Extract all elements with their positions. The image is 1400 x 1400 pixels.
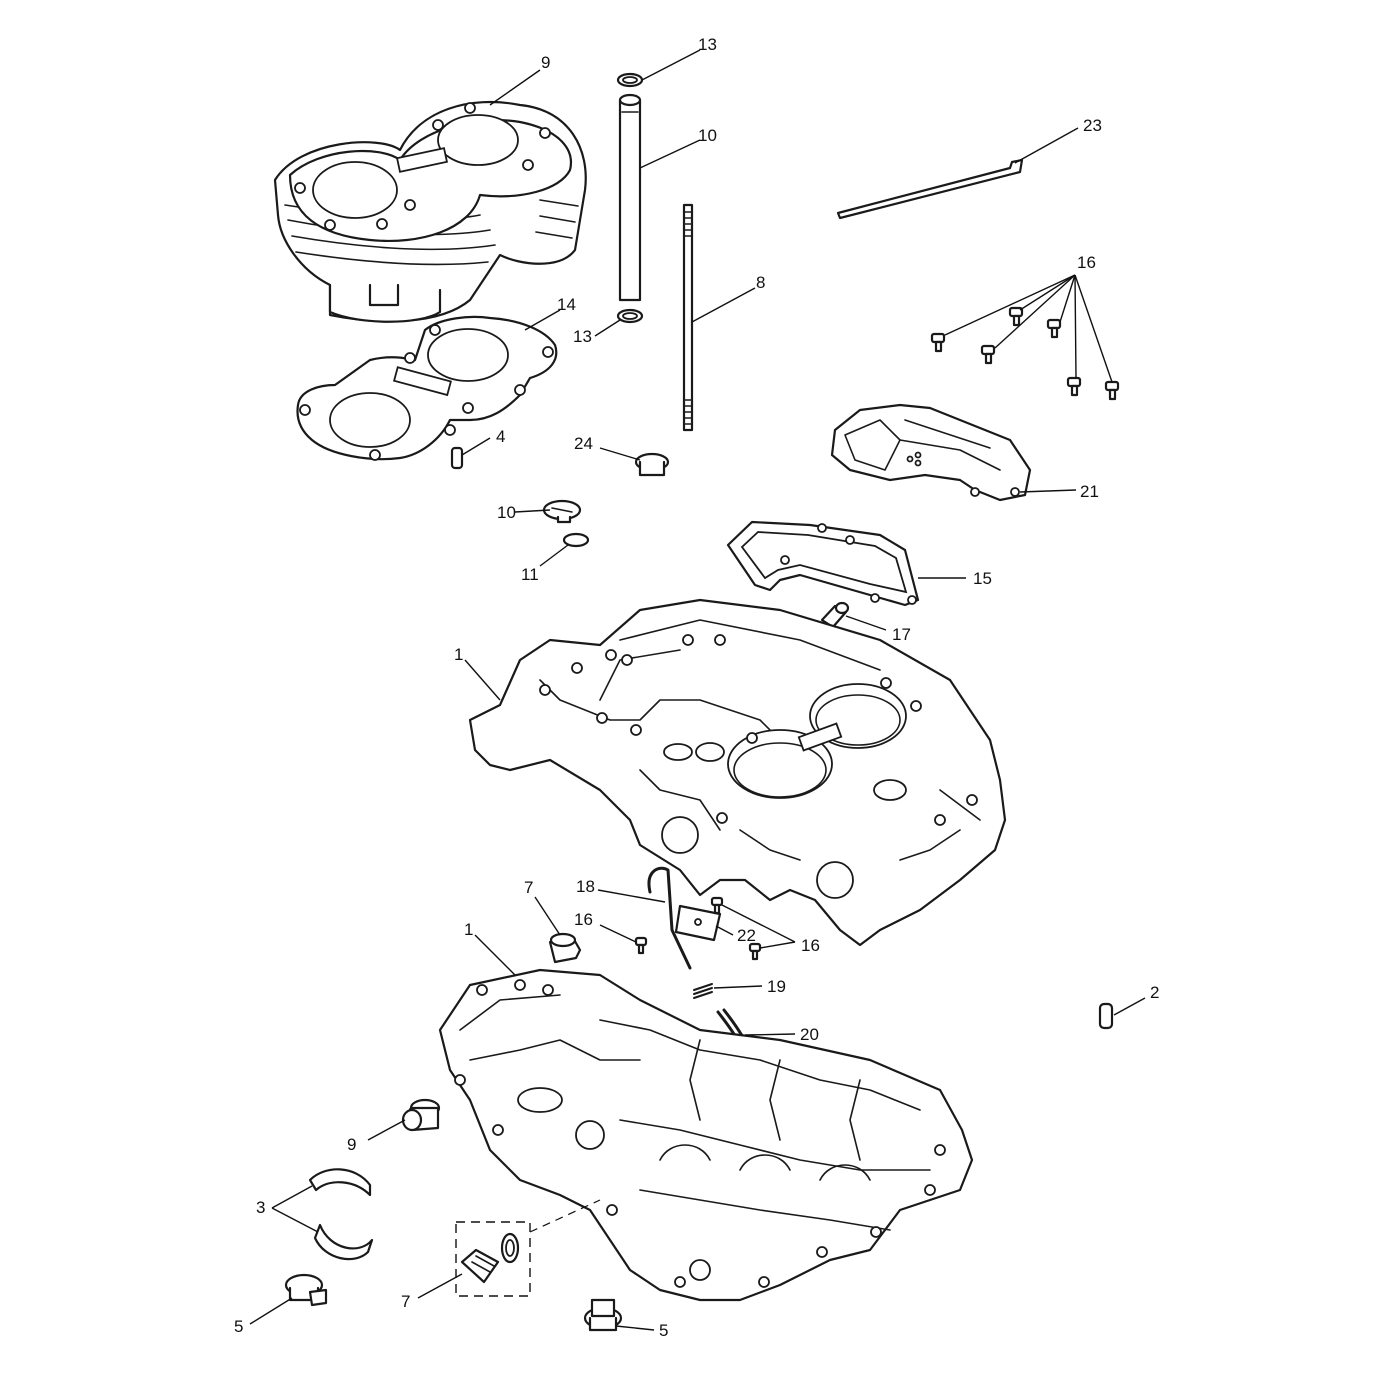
callout-21: 21: [1080, 482, 1099, 501]
callout-13-top: 13: [698, 35, 717, 54]
callout-24: 24: [574, 434, 593, 453]
upper-crankcase-part-1: [468, 598, 1007, 947]
pipe-part-18: [647, 866, 692, 970]
drain-plug-part-7-lower: [455, 1199, 601, 1297]
callout-16-right: 16: [801, 936, 820, 955]
o-ring-part-9: [562, 532, 590, 548]
plug-part-5-bottom: [583, 1298, 623, 1332]
leader-lines: [249, 49, 1146, 1331]
callout-16-left: 16: [574, 910, 593, 929]
dowel-part-4: [450, 446, 464, 470]
callout-23: 23: [1083, 116, 1102, 135]
callout-20: 20: [800, 1025, 819, 1044]
callout-5-bottom: 5: [659, 1321, 668, 1340]
bush-part-6: [401, 1098, 441, 1132]
callout-5-left: 5: [234, 1317, 243, 1336]
callout-10: 8: [756, 273, 765, 292]
cylinder-block-part-11: [273, 100, 587, 323]
dipstick-part-23: [836, 158, 1024, 220]
plug-part-24: [634, 452, 670, 477]
callout-9: 11: [521, 565, 539, 584]
callout-15: 15: [973, 569, 992, 588]
stud-part-10: [682, 203, 694, 432]
callout-17: 17: [892, 625, 911, 644]
callout-8: 10: [497, 503, 516, 522]
adapter-part-7-upper: [548, 932, 582, 964]
callout-3: 3: [256, 1198, 265, 1217]
callout-14: 14: [557, 295, 576, 314]
cover-part-21: [830, 403, 1032, 502]
callout-11: 9: [541, 53, 550, 72]
callout-2: 2: [1150, 983, 1159, 1002]
callout-7-upper: 7: [524, 878, 533, 897]
bolts-part-16-lower: [634, 896, 762, 961]
gasket-part-15: [726, 520, 920, 607]
lower-crankcase-part-1: [438, 968, 974, 1302]
callout-1-upper: 1: [454, 645, 463, 664]
callout-12: 10: [698, 126, 717, 145]
callout-19: 19: [767, 977, 786, 996]
base-gasket-part-14: [296, 315, 558, 461]
callout-7-lower: 7: [401, 1292, 410, 1311]
callout-22: 22: [737, 926, 756, 945]
spring-part-19: [693, 983, 713, 999]
bracket-part-22: [674, 904, 722, 942]
callout-4: 4: [496, 427, 505, 446]
bearing-shells-part-3: [308, 1168, 374, 1261]
dowel-part-2: [1098, 1002, 1114, 1030]
push-rod-tube-part-12: [616, 72, 644, 324]
callout-6: 9: [347, 1135, 356, 1154]
callout-16-top: 16: [1077, 253, 1096, 272]
bolts-part-16-group: [930, 306, 1120, 401]
callout-13-bottom: 13: [573, 327, 592, 346]
callout-labels: 9 13 10 13 14 8 23 16 4 24 21 10 11 15 1…: [234, 35, 1159, 1340]
callout-18: 18: [576, 877, 595, 896]
plug-part-5-left: [284, 1273, 328, 1307]
filler-cap-part-8: [542, 499, 582, 524]
callout-1-lower: 1: [464, 920, 473, 939]
